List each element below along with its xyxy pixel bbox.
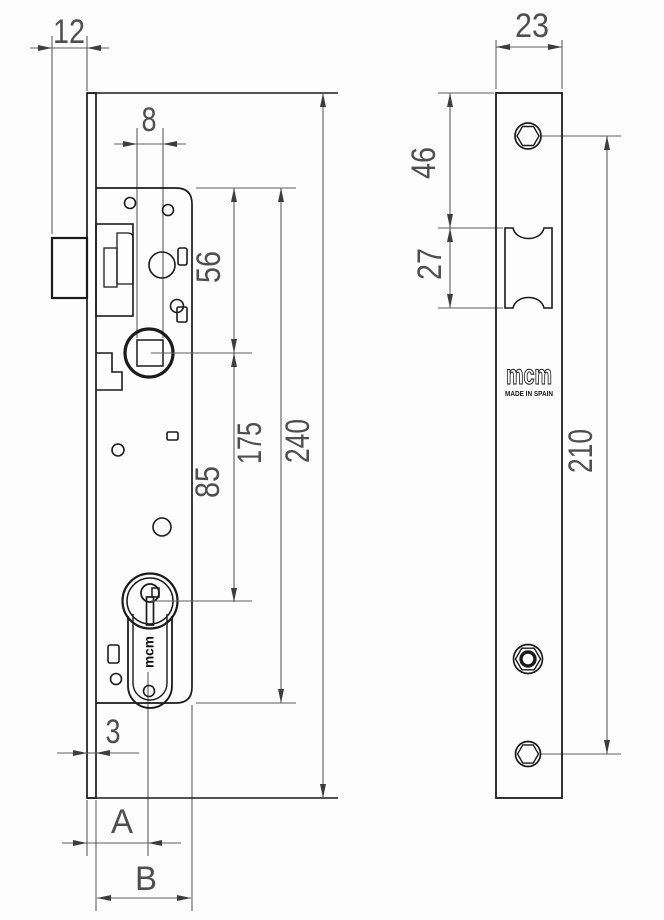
key-notch [151,587,160,598]
dim-overall-depth-label: B [135,860,157,898]
slot-middle [166,431,179,441]
cylinder-brand-text: mcm [141,636,157,668]
slot-cylinder-left [107,644,120,664]
screw-bottom [514,740,542,768]
screw-bottom-hole [514,740,542,768]
extension-lines-left [51,36,296,911]
latch-spring-piece [116,232,134,285]
faceplate-origin-text: MADE IN SPAIN [505,391,553,398]
fixing-hole-top-right [161,203,175,217]
key-head [140,583,160,603]
dim-body-height: 175 [231,422,269,464]
dimension-lines-left [30,45,326,901]
key-stem [145,596,155,626]
left-view-lock-body: mcm [30,13,338,911]
cylinder-fixing-nut [512,643,544,675]
latch-bolt [50,236,89,300]
hole-bottom-center [142,684,156,698]
dim-total-height: 240 [279,419,317,463]
latch-housing [95,223,134,317]
screw-top-hole [514,122,542,150]
dim-latch-cutout: 27 [411,248,449,280]
dim-top-to-follower: 56 [190,251,228,283]
stop-mechanism-steps [96,352,123,391]
right-view-faceplate: mcm MADE IN SPAIN 23 46 27 210 [405,7,621,799]
cylinder-body-inner [132,614,168,701]
dim-faceplate-width: 23 [515,7,549,45]
dim-latch-projection: 12 [53,13,85,51]
dimension-lines-right [447,44,610,754]
cylinder-body-outer [127,616,173,709]
keyhole-circle [169,298,185,314]
latch-cutout [504,227,553,309]
euro-cylinder: mcm [107,572,179,709]
latch-inner-block [103,247,118,288]
faceplate-front [495,92,563,799]
screw-top-hex-icon [516,125,540,147]
center-hole-large [152,517,172,537]
hole-below-slot [109,672,123,686]
screw-bottom-hex-icon [516,744,540,764]
nut-hole [512,643,544,675]
hub-hole [148,251,176,279]
screw-top [514,122,542,150]
lock-case-plate [96,187,193,704]
faceplate-edge [86,92,97,799]
nut-hex-icon [514,647,542,671]
dim-backset-label: A [111,803,133,841]
center-hole-small [111,443,125,457]
dim-follower-to-cylinder: 85 [189,466,227,498]
nut-inner-ring [519,650,537,668]
dim-screw-spacing: 210 [562,429,600,473]
dim-faceplate-thickness: 3 [106,713,121,751]
dim-top-to-latch: 46 [405,147,443,179]
fixing-hole-top-left [123,196,137,210]
slot-upper [177,247,188,266]
keyhole-tail [176,306,188,323]
faceplate-brand-logo: mcm [506,359,552,390]
dim-follower-square: 8 [142,101,157,139]
